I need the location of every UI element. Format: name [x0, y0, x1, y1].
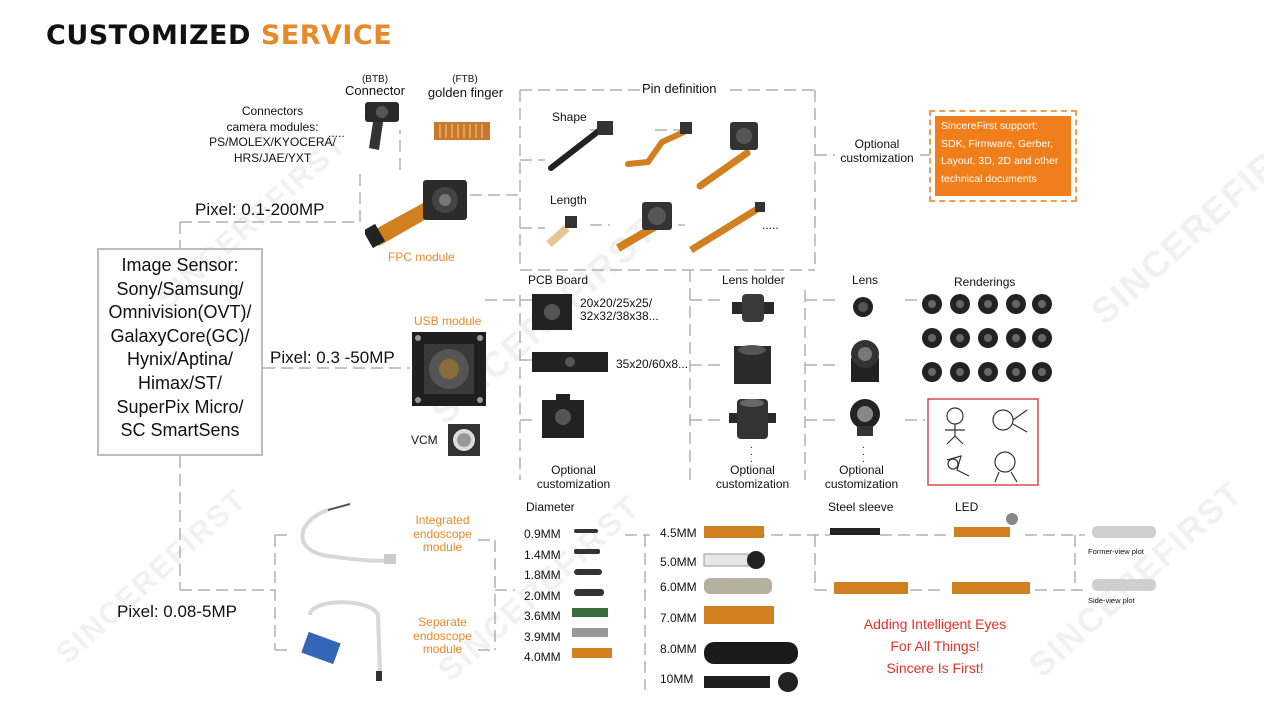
lens-image-3	[850, 399, 880, 436]
large-diameter-probes-image	[703, 526, 798, 692]
pcb-image-3	[542, 394, 584, 438]
pixel-label-fpc: Pixel: 0.1-200MP	[195, 200, 325, 219]
btb-connector-image	[365, 102, 399, 150]
pixel-label-endoscope: Pixel: 0.08-5MP	[117, 602, 237, 621]
side-module-image-2	[952, 582, 1030, 594]
length-module-image-3	[689, 202, 765, 253]
renderings-lens-grid-image	[922, 294, 1052, 382]
lens-image-1	[853, 297, 873, 317]
diameter-item: 2.0MM	[524, 588, 561, 603]
length-module-image-2	[615, 202, 672, 252]
lens-holder-label: Lens holder	[722, 273, 785, 287]
sensor-line: GalaxyCore(GC)/	[110, 325, 250, 346]
sensor-line: Sony/Samsung/	[116, 278, 244, 299]
diameter-list-right: 4.5MM 5.0MM 6.0MM 7.0MM 8.0MM 10MM	[660, 526, 697, 686]
side-view-image	[1092, 579, 1156, 591]
lens-holder-image-3	[729, 399, 776, 439]
connectors-dots: .....	[328, 126, 345, 140]
fpc-module-label: FPC module	[388, 250, 455, 264]
renderings-label: Renderings	[954, 275, 1016, 289]
integrated-endoscope-label: Integrated endoscope module	[413, 513, 472, 554]
lens-holder-optional-label: Optional customization	[715, 463, 790, 491]
pcb-image-1	[532, 294, 572, 330]
image-sensor-box: Image Sensor: Sony/Samsung/ Omnivision(O…	[97, 248, 263, 456]
diameter-item: 4.5MM	[660, 526, 697, 540]
sensor-line: Omnivision(OVT)/	[108, 302, 252, 323]
steel-sleeve-image	[830, 528, 880, 535]
lens-optional-label: Optional customization	[824, 463, 899, 491]
diameter-item: 6.0MM	[660, 580, 697, 594]
diameter-item: 3.6MM	[524, 609, 561, 623]
former-view-image	[1092, 526, 1156, 538]
led-image	[954, 513, 1018, 537]
length-module-image-1	[546, 216, 577, 247]
renderings-sketch-image	[927, 398, 1039, 486]
diameter-item: 10MM	[660, 672, 694, 686]
usb-module-image	[412, 332, 486, 406]
diameter-item: 7.0MM	[660, 611, 697, 625]
shape-module-image-1	[548, 121, 613, 171]
diameter-item: 5.0MM	[660, 555, 697, 569]
pixel-label-usb: Pixel: 0.3 -50MP	[270, 348, 395, 367]
lens-holder-dots: ...	[750, 440, 753, 465]
title-part1: CUSTOMIZED	[46, 20, 261, 51]
diameter-item: 3.9MM	[524, 629, 561, 644]
ftb-label-top: (FTB)	[452, 74, 478, 85]
diameter-item: 4.0MM	[524, 650, 561, 664]
pcb-board-label: PCB Board	[528, 273, 589, 287]
support-text: SincereFirst support: SDK, Firmware, Ger…	[935, 116, 1071, 196]
former-view-label: Former-view plot	[1088, 547, 1144, 556]
shape-module-image-2	[625, 122, 692, 167]
lens-holder-image-1	[732, 294, 774, 322]
sensor-line: Himax/ST/	[137, 372, 222, 393]
pcb-image-2	[532, 352, 608, 372]
separate-endoscope-image	[301, 600, 382, 681]
shape-label: Shape	[552, 110, 587, 124]
vcm-label: VCM	[411, 433, 438, 447]
side-module-image-1	[834, 582, 908, 594]
sensor-line: Hynix/Aptina/	[126, 349, 234, 370]
sensor-line: SuperPix Micro/	[116, 396, 244, 417]
side-view-label: Side-view plot	[1088, 596, 1135, 605]
optional-customization-label: Optional customization	[840, 137, 914, 165]
diameter-item: 8.0MM	[660, 642, 697, 656]
pcb-sizes-2: 35x20/60x8...	[616, 357, 689, 371]
lens-holder-image-2	[734, 345, 771, 384]
diameter-label: Diameter	[526, 500, 575, 514]
ftb-label: golden finger	[427, 85, 504, 100]
diameter-list-left: 0.9MM 1.4MM 1.8MM 2.0MM 3.6MM 3.9MM 4.0M…	[524, 524, 561, 668]
lens-image-2	[851, 340, 879, 382]
integrated-endoscope-image	[300, 503, 396, 564]
separate-endoscope-label: Separate endoscope module	[413, 615, 472, 656]
length-dots: .....	[762, 218, 779, 232]
pcb-optional-label: Optional customization	[536, 463, 611, 491]
ftb-golden-finger-image	[434, 122, 490, 140]
vcm-image	[448, 424, 480, 456]
small-diameter-probes-image	[572, 529, 612, 658]
lens-label: Lens	[852, 273, 879, 287]
sensor-line: SC SmartSens	[120, 420, 240, 441]
btb-label-top: (BTB)	[361, 74, 389, 85]
shape-module-image-3	[696, 122, 758, 190]
diameter-item: 0.9MM	[524, 527, 561, 541]
steel-sleeve-label: Steel sleeve	[828, 500, 894, 514]
fpc-module-image	[365, 180, 467, 249]
pcb-sizes-1: 20x20/25x25/ 32x32/38x38...	[580, 296, 659, 323]
lens-dots: ...	[862, 440, 865, 465]
slogan: Adding Intelligent Eyes For All Things! …	[863, 616, 1007, 676]
usb-module-label: USB module	[414, 314, 482, 328]
sensor-line: Image Sensor:	[121, 255, 239, 275]
pin-definition-label: Pin definition	[642, 81, 717, 96]
page-title: CUSTOMIZED SERVICE	[46, 20, 392, 51]
length-label: Length	[550, 193, 587, 207]
support-box: SincereFirst support: SDK, Firmware, Ger…	[929, 110, 1077, 202]
led-label: LED	[955, 500, 979, 514]
btb-label: Connector	[345, 83, 405, 98]
diameter-item: 1.8MM	[524, 568, 561, 582]
title-part2: SERVICE	[260, 20, 393, 51]
diameter-item: 1.4MM	[524, 547, 561, 562]
connectors-label: Connectors camera modules: PS/MOLEX/KYOC…	[209, 104, 336, 165]
